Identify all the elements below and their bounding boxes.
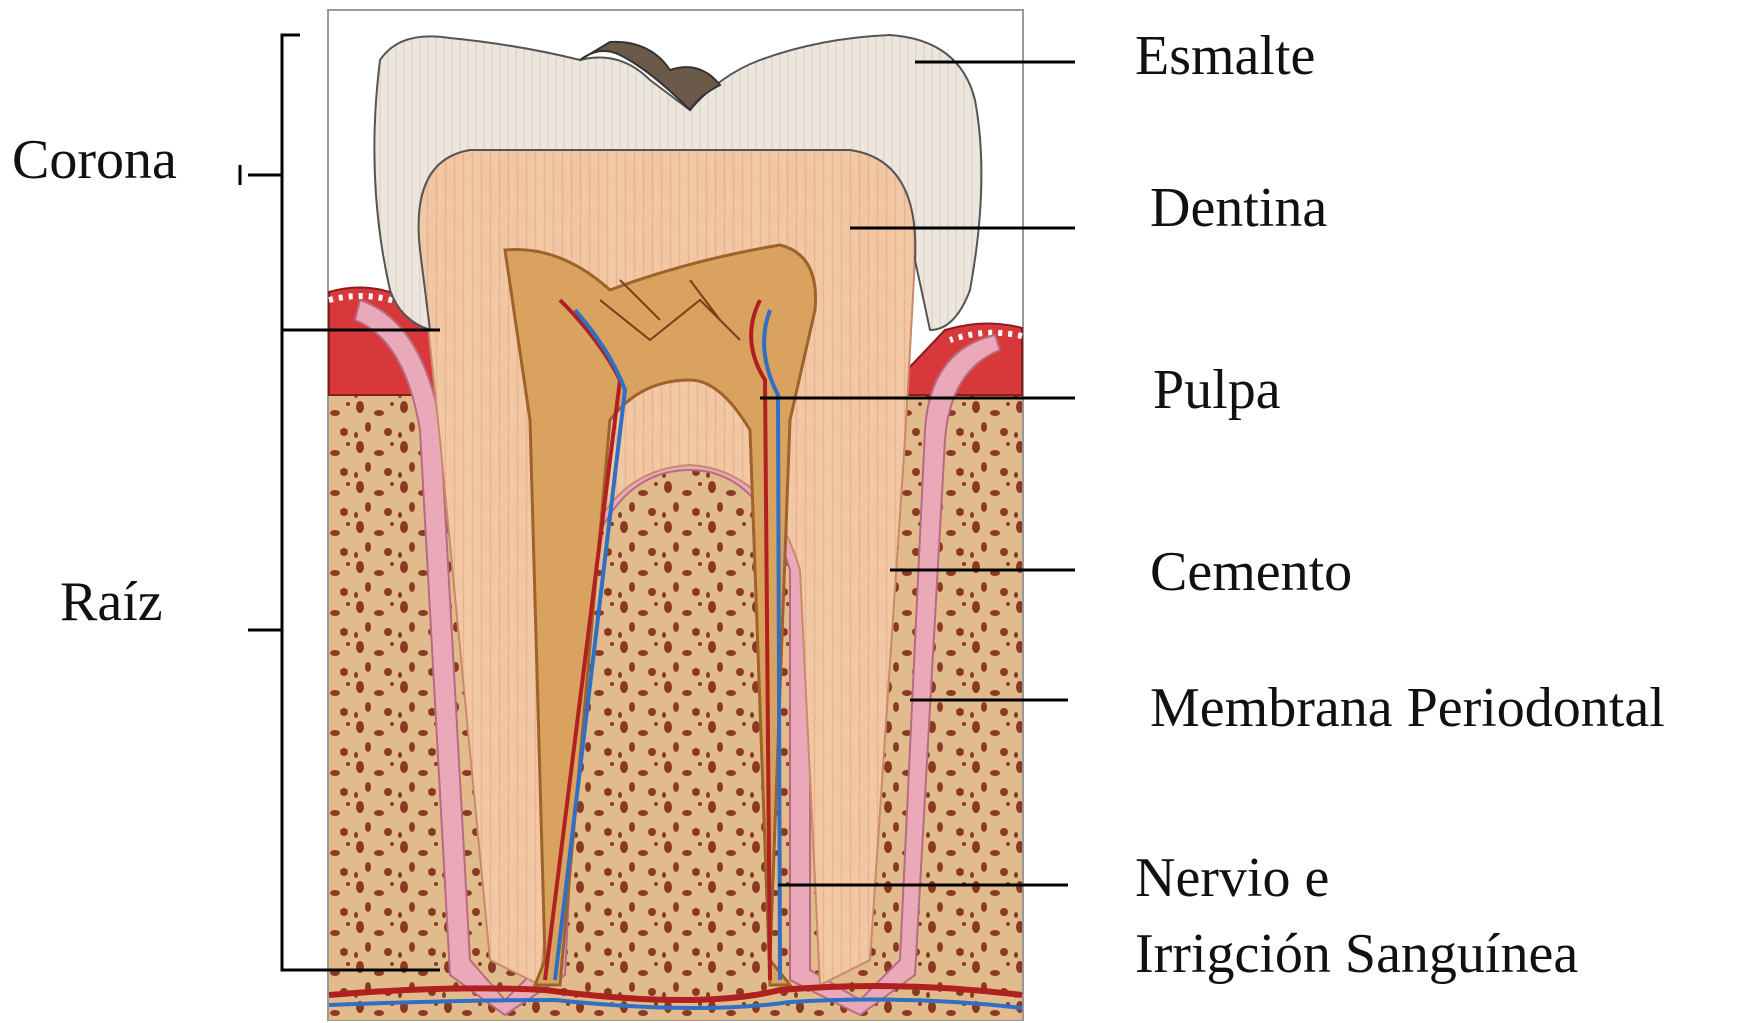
- label-corona: Corona: [12, 132, 177, 188]
- label-nervio-line1: Nervio e: [1135, 850, 1329, 906]
- label-pulpa: Pulpa: [1153, 362, 1281, 418]
- label-cemento: Cemento: [1150, 544, 1352, 600]
- label-dentina: Dentina: [1150, 180, 1327, 236]
- label-membrana-periodontal: Membrana Periodontal: [1150, 680, 1665, 736]
- label-nervio-line2: Irrigción Sanguínea: [1135, 926, 1578, 982]
- label-raiz: Raíz: [60, 574, 163, 630]
- label-esmalte: Esmalte: [1135, 28, 1315, 84]
